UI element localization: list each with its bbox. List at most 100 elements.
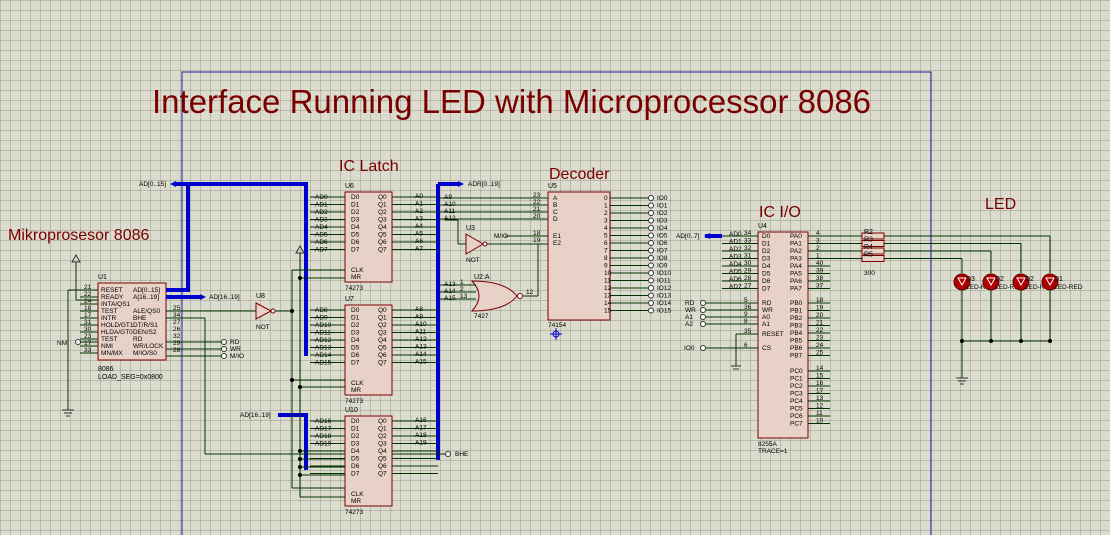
latch-input-label: AD19 bbox=[315, 441, 332, 448]
not-gate-u8[interactable]: U8 NOT bbox=[255, 293, 276, 331]
latch-input-label: AD5 bbox=[315, 232, 328, 239]
not-gate-u3[interactable]: U3 NOT bbox=[465, 225, 488, 264]
latch-d-pin: D2 bbox=[351, 209, 360, 216]
decoder-output-terminal[interactable] bbox=[648, 285, 654, 291]
cpu-pin-num: 32 bbox=[173, 333, 181, 340]
bus-label-ad07: AD[0..7] bbox=[676, 233, 700, 240]
cpu-pin-mnmx: MN/MX bbox=[101, 350, 123, 357]
decoder-output-terminal[interactable] bbox=[648, 270, 654, 276]
led-ref: D1 bbox=[1054, 276, 1063, 283]
decoder-output-num: 7 bbox=[604, 248, 608, 255]
ppi-8255[interactable]: U48255ATRACE=1D034AD0D133AD1D232AD2D331A… bbox=[684, 223, 830, 455]
latch-mr-pin: MR bbox=[351, 498, 361, 505]
ppi-ctrl-num: 35 bbox=[744, 328, 752, 335]
ppi-d-num: 34 bbox=[744, 230, 752, 237]
decoder-output-num: 13 bbox=[604, 293, 612, 300]
decoder-output-num: 9 bbox=[604, 263, 608, 270]
decoder-output-terminal[interactable] bbox=[648, 300, 654, 306]
ppi-property: TRACE=1 bbox=[758, 448, 788, 455]
latch-d-pin: D6 bbox=[351, 463, 360, 470]
latch-d-pin: D0 bbox=[351, 418, 360, 425]
decoder-output-terminal[interactable] bbox=[648, 277, 654, 284]
decoder-output-terminal[interactable] bbox=[648, 217, 654, 224]
ppi-pb-pin: PB3 bbox=[790, 323, 803, 330]
latch-q-pin: Q2 bbox=[378, 209, 387, 216]
latch-q-pin: Q5 bbox=[378, 232, 387, 239]
decoder-output-terminal[interactable] bbox=[648, 307, 654, 314]
decoder-output-terminal[interactable] bbox=[648, 232, 654, 239]
decoder-output-terminal[interactable] bbox=[648, 195, 654, 201]
decoder-output-terminal[interactable] bbox=[648, 247, 654, 254]
ppi-pa-pin: PA4 bbox=[790, 263, 802, 270]
decoder-input-num: 21 bbox=[533, 206, 541, 213]
nor-gate-u2a[interactable]: U2:A 7427 12 bbox=[470, 274, 534, 320]
ppi-ctrl-terminal[interactable] bbox=[700, 307, 706, 313]
ppi-ctrl-terminal[interactable] bbox=[700, 300, 706, 306]
decoder-output-terminal[interactable] bbox=[648, 240, 654, 246]
decoder-output-num: 6 bbox=[604, 240, 608, 247]
cpu-pin-num: 21 bbox=[84, 284, 92, 291]
section-label-io: IC I/O bbox=[759, 204, 801, 221]
decoder-output-terminal[interactable] bbox=[648, 210, 654, 216]
ppi-pc-num: 12 bbox=[816, 403, 824, 410]
ppi-d-label: AD2 bbox=[729, 246, 742, 253]
decoder-input-num: 20 bbox=[533, 213, 541, 220]
decoder-output-label: IO4 bbox=[657, 225, 668, 232]
cpu-pin-test: TEST bbox=[101, 308, 118, 315]
latch-q-pin: Q0 bbox=[378, 194, 387, 201]
ppi-d-label: AD0 bbox=[729, 231, 742, 238]
led-part: LED-RED bbox=[966, 284, 995, 291]
bus-label-ad015: AD[0..15] bbox=[139, 181, 166, 188]
ppi-pb-num: 20 bbox=[816, 312, 824, 319]
vcc-symbol bbox=[71, 253, 81, 263]
decoder-input-pin: D bbox=[553, 216, 558, 223]
ppi-pa-pin: PA0 bbox=[790, 233, 802, 240]
decoder-output-label: IO3 bbox=[657, 218, 668, 225]
latch-input-label: AD17 bbox=[315, 426, 332, 433]
decoder-74154[interactable]: U574154A23A9B22A10C21A11D20A12E118E219IO… bbox=[440, 183, 671, 329]
cs-terminal[interactable] bbox=[700, 345, 706, 351]
ppi-d-num: 31 bbox=[744, 253, 752, 260]
ppi-d-pin: D5 bbox=[762, 271, 771, 278]
not-gate-u3-ref: U3 bbox=[466, 225, 475, 232]
nmi-terminal[interactable] bbox=[75, 339, 81, 345]
ppi-ctrl-pin: A1 bbox=[762, 321, 770, 328]
ppi-d-label: AD5 bbox=[729, 269, 742, 276]
latch-d-pin: D3 bbox=[351, 441, 360, 448]
decoder-output-label: IO8 bbox=[657, 255, 668, 262]
decoder-output-terminal[interactable] bbox=[648, 225, 654, 231]
decoder-output-terminal[interactable] bbox=[648, 292, 654, 299]
cpu-pin-num: 29 bbox=[173, 340, 181, 347]
cpu-pin-num: 25 bbox=[173, 305, 181, 312]
decoder-output-terminal[interactable] bbox=[648, 202, 654, 209]
decoder-output-num: 4 bbox=[604, 225, 608, 232]
latch-d-pin: D3 bbox=[351, 217, 360, 224]
ppi-ctrl-terminal[interactable] bbox=[700, 314, 706, 320]
latch-output-label: A11 bbox=[415, 329, 426, 336]
latch-d-pin: D2 bbox=[351, 322, 360, 329]
ppi-ctrl-terminal[interactable] bbox=[700, 321, 706, 327]
latch-input-label: AD9 bbox=[315, 315, 328, 322]
not-gate-u8-ref: U8 bbox=[256, 293, 265, 300]
cpu-pin-aleqs0: ALE/QS0 bbox=[133, 308, 160, 315]
ppi-pa-num: 38 bbox=[816, 275, 824, 282]
decoder-output-label: IO5 bbox=[657, 233, 668, 240]
ppi-ctrl-num: 36 bbox=[744, 304, 752, 311]
cpu-pin-num: 27 bbox=[173, 319, 181, 326]
decoder-output-terminal[interactable] bbox=[648, 255, 654, 261]
cpu-pin-num: 26 bbox=[173, 326, 181, 333]
decoder-output-terminal[interactable] bbox=[648, 262, 654, 269]
decoder-output-num: 3 bbox=[604, 218, 608, 225]
latch-output-label: A17 bbox=[415, 425, 427, 432]
latch-d-pin: D7 bbox=[351, 360, 360, 367]
ppi-ctrl-num: 6 bbox=[744, 342, 748, 349]
ppi-pb-num: 24 bbox=[816, 342, 824, 349]
led-part: LED-RED bbox=[1054, 284, 1083, 291]
cpu-8086[interactable]: U1 8086 LOAD_SEG=0x0800 RESET21READY22IN… bbox=[80, 274, 181, 381]
cpu-pin-num: 17 bbox=[84, 340, 92, 347]
